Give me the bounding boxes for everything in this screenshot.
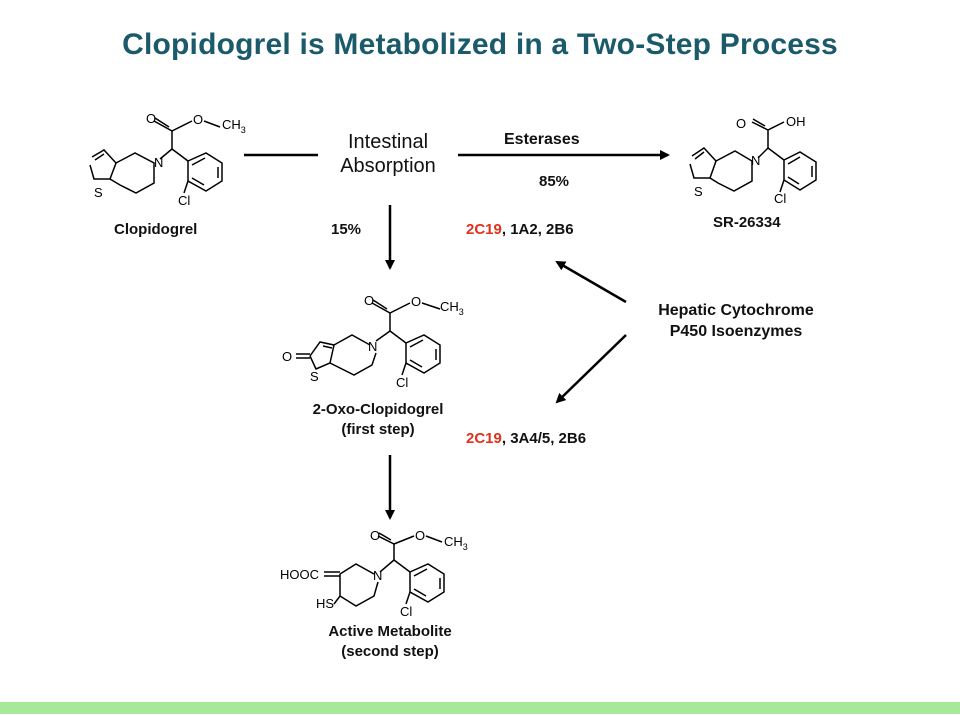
clopidogrel-structure: O O CH3 N S Cl bbox=[89, 111, 246, 208]
atom-o: O bbox=[370, 528, 380, 543]
atom-cl: Cl bbox=[396, 375, 408, 390]
atom-o: O bbox=[146, 111, 156, 126]
active-metabolite-structure: HOOC HS O O CH3 N Cl bbox=[280, 528, 468, 619]
pct-15-label: 15% bbox=[331, 221, 362, 238]
hepatic-arrow-lower bbox=[555, 334, 627, 404]
sr-26334-structure: O OH N S Cl bbox=[689, 114, 817, 206]
atom-ch3: CH3 bbox=[440, 299, 464, 317]
atom-o: O bbox=[736, 116, 746, 131]
atom-o: O bbox=[282, 349, 292, 364]
oxo-clopidogrel-structure: O O O CH3 N S Cl bbox=[282, 293, 464, 390]
atom-o: O bbox=[364, 293, 374, 308]
atom-n: N bbox=[368, 339, 377, 354]
atom-o: O bbox=[411, 294, 421, 309]
atom-cl: Cl bbox=[400, 604, 412, 619]
hepatic-arrow-upper bbox=[555, 260, 627, 304]
esterases-label: Esterases bbox=[504, 131, 580, 148]
atom-cl: Cl bbox=[774, 191, 786, 206]
atom-hooc: HOOC bbox=[280, 567, 319, 582]
hepatic-cytochrome-label: Hepatic Cytochrome P450 Isoenzymes bbox=[658, 302, 814, 340]
active-metabolite-label: Active Metabolite (second step) bbox=[328, 623, 452, 660]
oxo-clopidogrel-label: 2-Oxo-Clopidogrel (first step) bbox=[312, 401, 444, 438]
atom-ch3: CH3 bbox=[444, 534, 468, 552]
atom-oh: OH bbox=[786, 114, 806, 129]
atom-s: S bbox=[694, 184, 703, 199]
enzymes-second-step: 2C19, 3A4/5, 2B6 bbox=[466, 430, 587, 447]
pct-85-label: 85% bbox=[539, 173, 570, 190]
atom-hs: HS bbox=[316, 596, 334, 611]
atom-s: S bbox=[310, 369, 319, 384]
atom-n: N bbox=[154, 155, 163, 170]
atom-s: S bbox=[94, 185, 103, 200]
atom-o: O bbox=[193, 112, 203, 127]
intestinal-absorption-label: Intestinal Absorption bbox=[340, 131, 436, 177]
atom-n: N bbox=[751, 153, 760, 168]
atom-n: N bbox=[373, 568, 382, 583]
cyp2c19-highlight-2: 2C19 bbox=[466, 430, 502, 447]
bottom-accent-bar bbox=[0, 702, 960, 714]
slide-title: Clopidogrel is Metabolized in a Two-Step… bbox=[122, 28, 838, 61]
enzymes-first-step: 2C19, 1A2, 2B6 bbox=[466, 221, 574, 238]
cyp2c19-highlight: 2C19 bbox=[466, 221, 502, 238]
atom-ch3: CH3 bbox=[222, 117, 246, 135]
atom-cl: Cl bbox=[178, 193, 190, 208]
clopidogrel-label: Clopidogrel bbox=[114, 221, 198, 238]
atom-o: O bbox=[415, 528, 425, 543]
sr-26334-label: SR-26334 bbox=[713, 214, 781, 231]
